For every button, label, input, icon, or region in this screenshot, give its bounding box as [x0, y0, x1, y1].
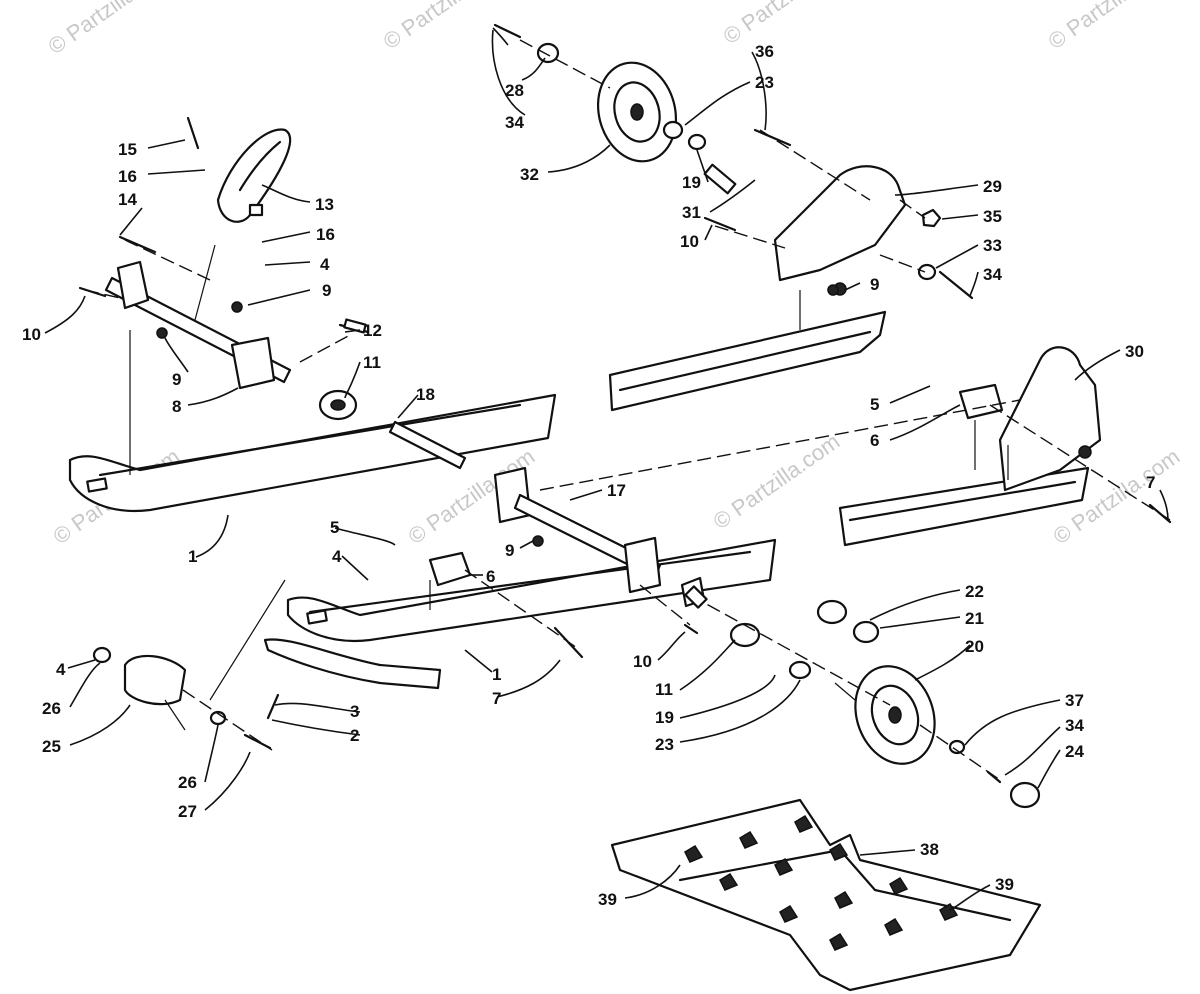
callout-9: 9: [870, 275, 879, 294]
callout-4: 4: [332, 547, 342, 566]
callout-10: 10: [633, 652, 652, 671]
callout-13: 13: [315, 195, 334, 214]
watermark-text: © Partzilla.com: [1044, 0, 1180, 54]
idler-wheel-lower: [854, 665, 936, 765]
callout-17: 17: [607, 481, 626, 500]
watermark-text: © Partzilla.com: [379, 0, 515, 54]
leader-lines: [44, 27, 1169, 911]
callout-4: 4: [320, 255, 330, 274]
callout-28: 28: [505, 81, 524, 100]
callout-12: 12: [363, 321, 382, 340]
callout-23: 23: [755, 73, 774, 92]
middle-cross-shaft: [493, 466, 662, 594]
callout-1: 1: [492, 665, 501, 684]
callout-11: 11: [363, 353, 381, 372]
callout-19: 19: [682, 173, 701, 192]
callout-18: 18: [416, 385, 435, 404]
callout-7: 7: [1146, 473, 1155, 492]
idler-wheel-upper: [596, 61, 678, 163]
callout-34: 34: [1065, 716, 1084, 735]
callout-22: 22: [965, 582, 984, 601]
callout-36: 36: [755, 42, 774, 61]
callout-15: 15: [118, 140, 137, 159]
callout-23: 23: [655, 735, 674, 754]
callout-11: 11: [655, 680, 673, 699]
spacer-blocks: [428, 383, 1004, 587]
callout-6: 6: [870, 431, 879, 450]
callout-5: 5: [870, 395, 879, 414]
callout-9: 9: [322, 281, 331, 300]
callout-8: 8: [172, 397, 181, 416]
callout-27: 27: [178, 802, 197, 821]
rear-bracket-right: [998, 346, 1102, 492]
callout-19: 19: [655, 708, 674, 727]
wear-strip: [263, 638, 442, 690]
bearings-and-bushings: [536, 42, 880, 680]
callout-33: 33: [983, 236, 1002, 255]
callout-16: 16: [118, 167, 137, 186]
callout-38: 38: [920, 840, 939, 859]
callout-24: 24: [1065, 742, 1084, 761]
callout-7: 7: [492, 689, 501, 708]
callout-31: 31: [682, 203, 701, 222]
callout-16: 16: [316, 225, 335, 244]
callout-10: 10: [680, 232, 699, 251]
pivot-arm: [216, 128, 292, 223]
track-section: [610, 798, 1042, 992]
callout-35: 35: [983, 207, 1002, 226]
callout-labels: 1 1 2 3 4 4 4 5 5 6 6 7 7 8 9 9 9 9 10 1…: [22, 42, 1155, 909]
callout-21: 21: [965, 609, 984, 628]
watermark-text: © Partzilla.com: [719, 0, 855, 49]
callout-9: 9: [172, 370, 181, 389]
callout-1: 1: [188, 547, 197, 566]
callout-39: 39: [598, 890, 617, 909]
callout-34: 34: [505, 113, 524, 132]
callout-5: 5: [330, 518, 339, 537]
callout-20: 20: [965, 637, 984, 656]
watermark-text: © Partzilla.com: [709, 429, 845, 535]
callout-30: 30: [1125, 342, 1144, 361]
watermark-text: © Partzilla.com: [44, 0, 180, 59]
front-axle-assembly: [104, 260, 358, 421]
idler-bracket-upper: [773, 165, 907, 296]
callout-4: 4: [56, 660, 66, 679]
callout-25: 25: [42, 737, 61, 756]
callout-39: 39: [995, 875, 1014, 894]
callout-37: 37: [1065, 691, 1084, 710]
callout-9: 9: [505, 541, 514, 560]
callout-29: 29: [983, 177, 1002, 196]
bumper-and-small-parts: [92, 208, 1041, 809]
callout-32: 32: [520, 165, 539, 184]
callout-14: 14: [118, 190, 137, 209]
assembly-lines: [84, 39, 1171, 781]
callout-34: 34: [983, 265, 1002, 284]
callout-26: 26: [178, 773, 197, 792]
callout-6: 6: [486, 567, 495, 586]
bolts-and-pins: [78, 23, 1172, 784]
callout-10: 10: [22, 325, 41, 344]
slide-rail-rear: [68, 310, 887, 513]
callout-26: 26: [42, 699, 61, 718]
callout-3: 3: [350, 702, 359, 721]
callout-2: 2: [350, 726, 359, 745]
